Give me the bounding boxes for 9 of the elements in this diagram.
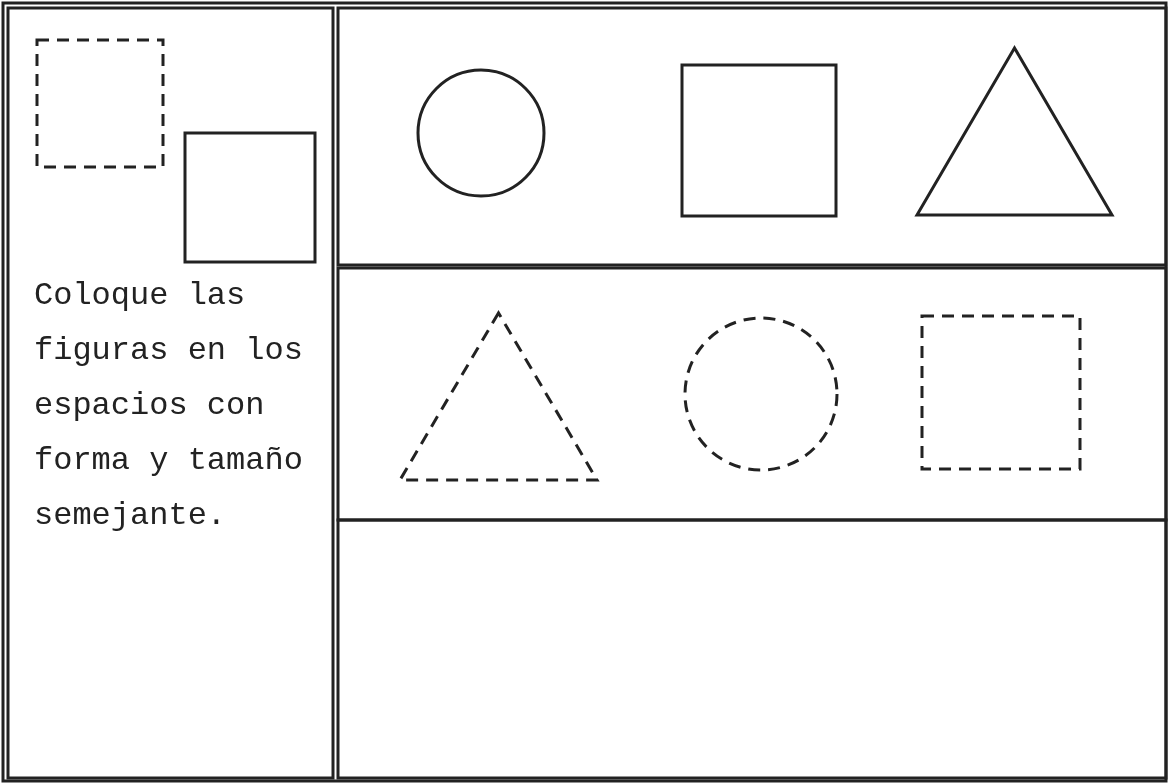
circle-outline (416, 68, 546, 198)
square-outline (183, 131, 317, 264)
square-outline (680, 63, 838, 218)
dashed-square-outline (920, 314, 1082, 471)
dashed-square-outline (35, 38, 165, 169)
dashed-circle-outline (683, 316, 839, 472)
instruction-text: Coloque las figuras en los espacios con forma y tamaño semejante. (34, 276, 304, 536)
dashed-triangle-outline (397, 310, 600, 482)
triangle-outline (914, 45, 1115, 217)
